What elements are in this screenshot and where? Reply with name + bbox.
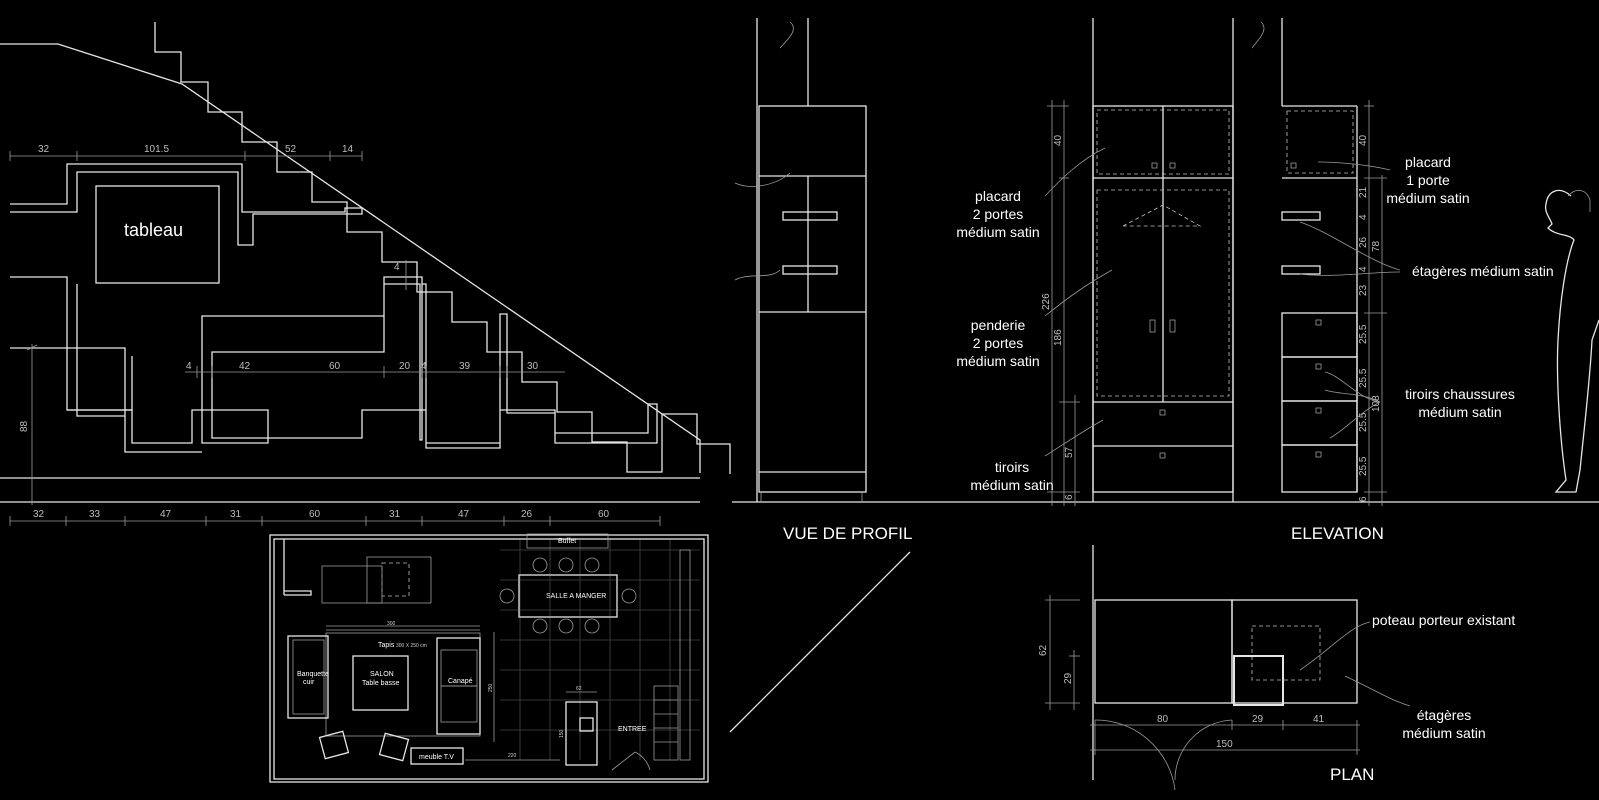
elev-dim-right-5: 4 [1358, 266, 1369, 272]
stair-bottom-dim-5: 60 [309, 509, 321, 520]
staircase-section: 32 101.5 52 14 4 4 42 60 20 4 39 30 88 [0, 22, 731, 526]
elev-dim-right-10: 25.5 [1358, 456, 1369, 476]
elevation-title: ELEVATION [1291, 524, 1384, 543]
plan-dim-29b: 29 [1252, 714, 1264, 725]
label-placard1-2: 1 porte [1406, 172, 1450, 188]
stair-bottom-dim-2: 33 [89, 509, 101, 520]
stair-bottom-dim-1: 32 [33, 509, 45, 520]
elev-dim-right-8: 25.5 [1358, 368, 1369, 388]
plan-dim-80: 80 [1157, 714, 1169, 725]
profile-diagonal-line [729, 551, 911, 733]
plan-salon-label-1: SALON [370, 671, 394, 678]
stair-mid-dim-6: 39 [459, 361, 471, 372]
stair-bottom-dim-7: 47 [458, 509, 470, 520]
elev-dim-left-1: 40 [1053, 134, 1064, 146]
elev-dim-right-1: 40 [1358, 134, 1369, 146]
label-tiroirs-1: tiroirs [995, 459, 1029, 475]
label-tiroirs-chaussures-2: médium satin [1418, 404, 1501, 420]
plan-salon-label-2: Table basse [362, 680, 399, 687]
elev-dim-right-6: 23 [1358, 284, 1369, 296]
plan-rug-size: 300 X 250 cm [396, 643, 427, 649]
elev-dim-right-7: 25.5 [1358, 324, 1369, 344]
elevation-view: 226 40 186 57 6 40 21 4 26 4 23 25.5 25.… [734, 18, 1599, 506]
elev-dim-right-outer-1: 78 [1371, 240, 1382, 252]
stair-top-dim-4: 14 [342, 144, 354, 155]
stair-bottom-dim-9: 60 [598, 509, 610, 520]
elev-dim-right-3: 4 [1358, 214, 1369, 220]
label-penderie-2: 2 portes [973, 335, 1024, 351]
plan-tv-label: meuble T.V [419, 754, 454, 761]
elev-dim-left-4: 6 [1064, 494, 1075, 500]
stair-mid-dim-2: 42 [239, 361, 251, 372]
profile-view [729, 18, 911, 733]
stair-bottom-dim-3: 47 [160, 509, 172, 520]
elev-dim-left-2: 186 [1053, 329, 1064, 346]
stair-mid-dim-3: 60 [329, 361, 341, 372]
plan-dim-41: 41 [1313, 714, 1325, 725]
elev-dim-left-3: 57 [1064, 446, 1075, 458]
profile-title: VUE DE PROFIL [783, 524, 912, 543]
floor-plan: Buffet SALLE A MANGER 300 Tapis 300 X 25… [269, 533, 709, 783]
stair-bottom-dim-6: 31 [389, 509, 401, 520]
plan-title: PLAN [1330, 765, 1374, 784]
label-tiroirs-chaussures-1: tiroirs chaussures [1405, 386, 1515, 402]
plan-bench-label-2: cuir [303, 679, 315, 686]
label-placard1-1: placard [1405, 154, 1451, 170]
stair-bottom-dim-4: 31 [230, 509, 242, 520]
plan-dim-29a: 29 [1063, 672, 1074, 684]
plan-dim-62: 62 [1038, 644, 1049, 656]
plan-dim-150: 150 [559, 729, 565, 738]
label-placard2-1: placard [975, 188, 1021, 204]
elev-dim-right-2: 21 [1358, 186, 1369, 198]
stair-mid-dim-4: 20 [399, 361, 411, 372]
elev-dim-right-11: 6 [1358, 496, 1369, 502]
plan-dim-150: 150 [1216, 739, 1233, 750]
label-tiroirs-2: médium satin [970, 477, 1053, 493]
plan-dim-62: 62 [576, 686, 582, 692]
label-placard2-2: 2 portes [973, 206, 1024, 222]
plan-buffet-label: Buffet [558, 538, 576, 545]
label-etageres: étagères médium satin [1412, 263, 1554, 279]
plan-entry-label: ENTREE [618, 726, 647, 733]
label-placard2-3: médium satin [956, 224, 1039, 240]
stair-small-dim: 4 [394, 262, 400, 273]
elev-dim-right-9: 25.5 [1358, 412, 1369, 432]
elev-dim-left-outer: 226 [1041, 293, 1052, 310]
label-penderie-1: penderie [971, 317, 1026, 333]
tableau-frame [95, 185, 220, 284]
plan-label-etageres-1: étagères [1417, 707, 1471, 723]
plan-rug-dim: 300 [387, 621, 396, 627]
plan-rug-dim-side: 250 [488, 683, 494, 692]
stair-top-dim-1: 32 [38, 144, 50, 155]
stair-mid-dim-1: 4 [186, 361, 192, 372]
plan-view: 62 29 80 29 41 150 [1038, 545, 1411, 791]
plan-rug-title: Tapis [378, 642, 395, 649]
plan-bench-label-1: Banquette [297, 671, 329, 678]
plan-dining-label: SALLE A MANGER [546, 593, 606, 600]
plan-dim-220: 220 [508, 753, 517, 759]
plan-label-etageres-2: médium satin [1402, 725, 1485, 741]
plan-label-poteau: poteau porteur existant [1372, 612, 1515, 628]
tableau-label: tableau [124, 220, 183, 240]
stair-top-dim-3: 52 [285, 144, 297, 155]
plan-sofa-label: Canapé [448, 678, 473, 685]
stair-mid-dim-5: 4 [421, 361, 427, 372]
stair-height-dim: 88 [19, 420, 30, 432]
stair-bottom-dim-8: 26 [521, 509, 533, 520]
label-penderie-3: médium satin [956, 353, 1039, 369]
stair-top-dim-2: 101.5 [144, 144, 169, 155]
stair-mid-dim-7: 30 [527, 361, 539, 372]
elev-dim-right-4: 26 [1358, 236, 1369, 248]
label-placard1-3: médium satin [1386, 190, 1469, 206]
